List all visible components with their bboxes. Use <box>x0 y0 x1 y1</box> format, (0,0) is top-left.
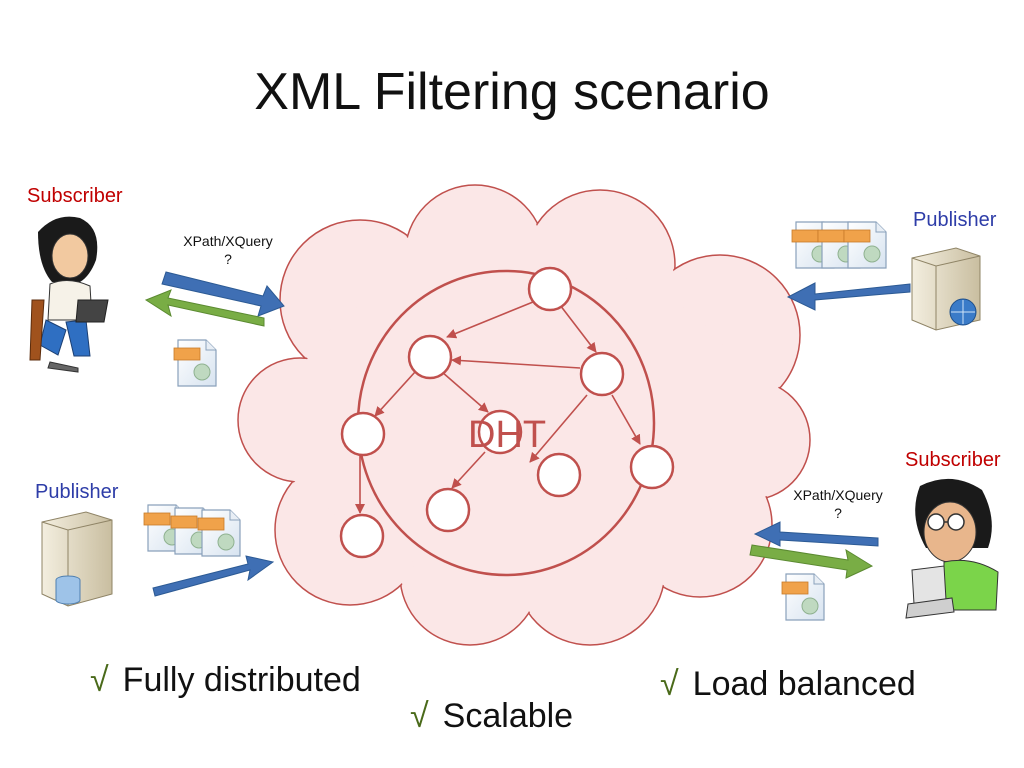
bullet-text: Load balanced <box>692 665 916 703</box>
query-label-right: XPath/XQuery ? <box>780 486 896 522</box>
publisher-label-right: Publisher <box>913 209 997 231</box>
check-mark-icon: √ <box>660 665 679 703</box>
check-mark-icon: √ <box>410 697 429 735</box>
subscriber-person-icon <box>29 216 109 373</box>
publisher-label-left: Publisher <box>35 481 119 503</box>
query-label-left-line1: XPath/XQuery <box>183 233 273 249</box>
subscriber-label-left: Subscriber <box>27 185 123 207</box>
dht-cloud <box>237 184 811 646</box>
bullet-fully-distributed: √ Fully distributed <box>90 661 361 700</box>
publisher-server-icon <box>911 247 981 331</box>
tree-edges <box>355 301 641 514</box>
bullet-scalable: √ Scalable <box>410 697 573 736</box>
page-title: XML Filtering scenario <box>254 63 770 121</box>
query-label-right-line2: ? <box>834 505 842 521</box>
database-server-icon <box>41 511 113 607</box>
bullet-load-balanced: √ Load balanced <box>660 665 916 704</box>
tree-nodes <box>339 266 675 559</box>
query-label-left-line2: ? <box>224 251 232 267</box>
subscriber-person-glasses-icon <box>905 478 999 619</box>
query-label-right-line1: XPath/XQuery <box>793 487 883 503</box>
bullet-text: Fully distributed <box>122 661 361 699</box>
flow-arrows <box>144 271 911 597</box>
subscriber-label-right: Subscriber <box>905 449 1001 471</box>
check-mark-icon: √ <box>90 661 109 699</box>
bullet-text: Scalable <box>442 697 574 735</box>
dht-label: DHT <box>468 414 547 456</box>
query-label-left: XPath/XQuery ? <box>170 232 286 268</box>
